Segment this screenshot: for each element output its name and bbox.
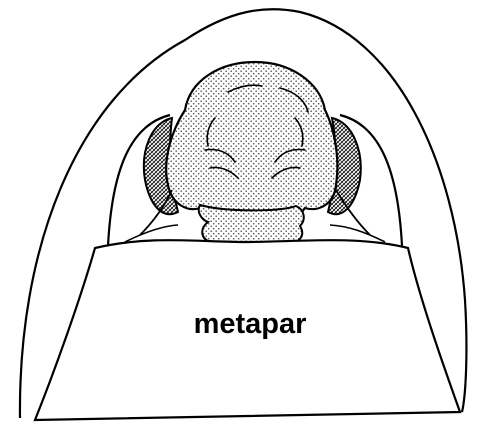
- structure-label: metapar: [194, 308, 307, 340]
